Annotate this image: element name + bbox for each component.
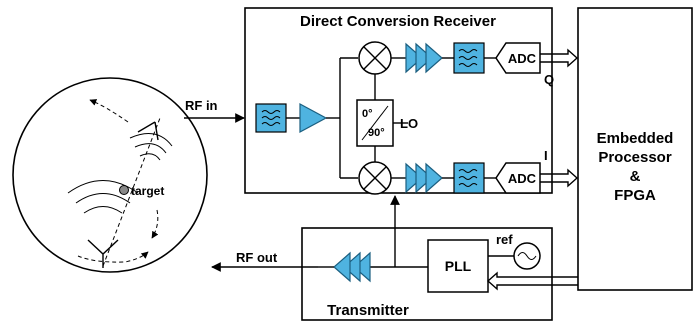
- adc-q-label: ADC: [508, 51, 537, 66]
- filter-i: [453, 162, 485, 194]
- transmitter-title: Transmitter: [327, 302, 409, 319]
- adc-q-shape: [495, 42, 541, 74]
- processor-control-arrow: [486, 271, 578, 291]
- i-label: I: [544, 148, 548, 163]
- antenna-icon: [87, 239, 119, 268]
- i-output-arrow: [540, 168, 579, 188]
- filter-q: [453, 42, 485, 74]
- pll-box: [427, 239, 489, 293]
- reflect-arc-2: [134, 143, 167, 154]
- wave-arc-2: [75, 193, 131, 204]
- phase-divider: [361, 105, 389, 141]
- processor-line3: &: [630, 168, 641, 185]
- reflect-arc-3: [129, 133, 173, 147]
- amp-chain-q: [405, 42, 443, 74]
- filter-wave-icon: [261, 110, 281, 126]
- wave-arc-1: [83, 206, 123, 214]
- q-output-arrow: [540, 48, 579, 68]
- rotation-arrow-bottom: [77, 251, 149, 263]
- radar-circle: [12, 77, 208, 273]
- lo-label: LO: [400, 116, 418, 131]
- filter-i-wave-icon: [458, 169, 478, 187]
- rf-out-label: RF out: [236, 250, 278, 265]
- processor-line1: Embedded: [597, 130, 674, 147]
- mixer-i: [358, 161, 392, 195]
- rf-in-label: RF in: [185, 98, 218, 113]
- rotation-arrow-top: [89, 99, 129, 123]
- power-amp-chain: [333, 251, 371, 283]
- input-filter: [255, 103, 287, 133]
- sine-wave-icon: [517, 252, 537, 260]
- lna-amplifier: [299, 102, 328, 134]
- receiver-title: Direct Conversion Receiver: [300, 13, 496, 30]
- q-label: Q: [544, 72, 554, 87]
- adc-i-shape: [495, 162, 541, 194]
- processor-box: [577, 7, 693, 291]
- phase-90-label: 90°: [368, 127, 385, 139]
- target-dot: [119, 185, 129, 195]
- ref-label: ref: [496, 232, 513, 247]
- target-label: target: [131, 184, 164, 198]
- reflected-antenna-icon: [137, 121, 159, 141]
- processor-line4: FPGA: [614, 187, 656, 204]
- amp-chain-i: [405, 162, 443, 194]
- receiver-box: [244, 7, 553, 194]
- adc-i-label: ADC: [508, 171, 537, 186]
- mixer-q: [358, 41, 392, 75]
- filter-q-wave-icon: [458, 49, 478, 67]
- processor-line2: Processor: [598, 149, 672, 166]
- pll-label: PLL: [445, 258, 472, 274]
- phase-0-label: 0°: [362, 108, 373, 120]
- reflect-arc-1: [139, 153, 161, 161]
- beam-line: [102, 117, 161, 267]
- rotation-arrow-lower: [151, 209, 159, 239]
- wave-arc-3: [67, 180, 139, 194]
